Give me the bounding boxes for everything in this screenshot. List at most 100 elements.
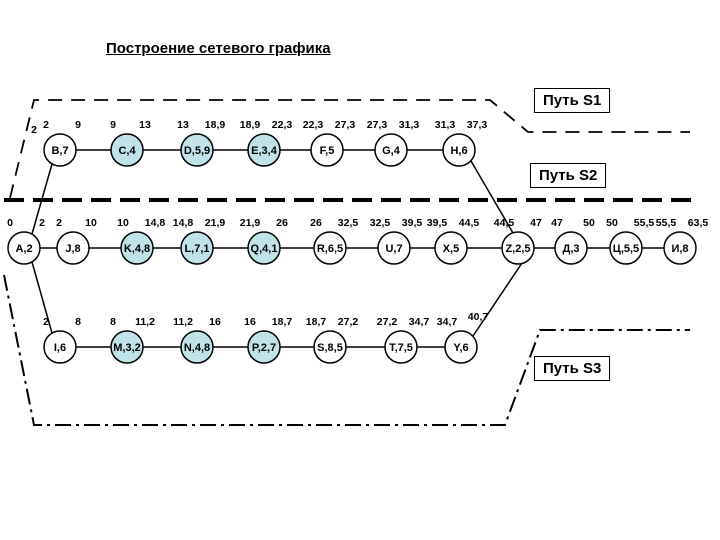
node-bottom-2 — [180, 330, 214, 364]
start-time-middle-8: 44,5 — [494, 217, 515, 229]
node-top-4 — [310, 133, 344, 167]
node-label-middle-5: R,6,5 — [317, 243, 343, 255]
start-time-top-0: 2 — [43, 119, 49, 131]
node-label-top-2: D,5,9 — [184, 145, 210, 157]
node-label-top-0: B,7 — [51, 145, 68, 157]
node-middle-11 — [663, 231, 697, 265]
node-label-middle-1: J,8 — [65, 243, 80, 255]
finish-time-middle-4: 26 — [276, 217, 288, 229]
finish-time-top-3: 22,3 — [272, 119, 293, 131]
node-bottom-5 — [384, 330, 418, 364]
node-label-bottom-4: S,8,5 — [317, 342, 343, 354]
node-label-middle-6: U,7 — [385, 243, 402, 255]
node-bottom-1 — [110, 330, 144, 364]
start-time-middle-1: 2 — [56, 217, 62, 229]
finish-time-bottom-end: 40,7 — [468, 311, 489, 323]
path-s1-start-value: 2 — [31, 124, 37, 136]
start-time-middle-3: 14,8 — [173, 217, 194, 229]
start-time-bottom-4: 18,7 — [306, 316, 327, 328]
node-label-top-3: E,3,4 — [251, 145, 278, 157]
finish-time-middle-6: 39,5 — [402, 217, 423, 229]
start-time-bottom-6: 34,7 — [437, 316, 458, 328]
start-time-bottom-2: 11,2 — [173, 316, 193, 328]
node-label-middle-8: Z,2,5 — [505, 243, 530, 255]
start-time-middle-10: 50 — [606, 217, 618, 229]
node-top-6 — [442, 133, 476, 167]
path-label-s1: Путь S1 — [534, 88, 611, 113]
node-top-3 — [247, 133, 281, 167]
node-label-bottom-3: P,2,7 — [252, 342, 276, 354]
node-top-1 — [110, 133, 144, 167]
node-label-bottom-5: T,7,5 — [389, 342, 413, 354]
start-time-middle-9: 47 — [551, 217, 563, 229]
edge-a-to-b — [31, 163, 53, 235]
node-label-bottom-0: I,6 — [54, 342, 66, 354]
node-middle-8 — [501, 231, 535, 265]
node-bottom-0 — [43, 330, 77, 364]
finish-time-middle-9: 50 — [583, 217, 595, 229]
finish-time-middle-10: 55,5 — [634, 217, 655, 229]
node-label-middle-10: Ц,5,5 — [613, 243, 639, 255]
start-time-bottom-5: 27,2 — [377, 316, 398, 328]
start-time-network: 0 — [7, 217, 13, 229]
finish-time-middle-11: 63,5 — [688, 217, 709, 229]
path-label-s2: Путь S2 — [530, 163, 607, 188]
node-label-top-5: G,4 — [382, 145, 401, 157]
node-middle-9 — [554, 231, 588, 265]
finish-time-middle-0: 2 — [39, 217, 45, 229]
node-bottom-4 — [313, 330, 347, 364]
start-time-middle-6: 32,5 — [370, 217, 391, 229]
node-label-top-4: F,5 — [320, 145, 335, 157]
node-label-middle-7: X,5 — [443, 243, 460, 255]
finish-time-middle-1: 10 — [85, 217, 97, 229]
finish-time-middle-8: 47 — [530, 217, 542, 229]
node-middle-3 — [180, 231, 214, 265]
node-label-middle-11: И,8 — [671, 243, 688, 255]
start-time-top-1: 9 — [110, 119, 116, 131]
node-middle-1 — [56, 231, 90, 265]
start-time-middle-2: 10 — [117, 217, 129, 229]
start-time-top-6: 31,3 — [435, 119, 456, 131]
start-time-middle-11: 55,5 — [656, 217, 677, 229]
diagram-title: Построение сетевого графика — [106, 40, 331, 57]
finish-time-top-6: 37,3 — [467, 119, 488, 131]
node-middle-10 — [609, 231, 643, 265]
node-top-0 — [43, 133, 77, 167]
node-label-bottom-6: Y,6 — [453, 342, 468, 354]
node-label-middle-2: K,4,8 — [124, 243, 150, 255]
start-time-middle-7: 39,5 — [427, 217, 448, 229]
node-label-middle-4: Q,4,1 — [251, 243, 278, 255]
node-label-middle-9: Д,3 — [562, 243, 579, 255]
path-label-s3: Путь S3 — [534, 356, 611, 381]
start-time-middle-5: 26 — [310, 217, 322, 229]
finish-time-top-2: 18,9 — [205, 119, 226, 131]
node-top-5 — [374, 133, 408, 167]
finish-time-top-1: 13 — [139, 119, 151, 131]
edge-a-to-i — [31, 261, 53, 334]
finish-time-bottom-0: 8 — [75, 316, 81, 328]
node-label-middle-0: A,2 — [15, 243, 32, 255]
node-label-top-6: H,6 — [450, 145, 467, 157]
start-time-top-3: 18,9 — [240, 119, 261, 131]
finish-time-top-5: 31,3 — [399, 119, 420, 131]
finish-time-bottom-1: 11,2 — [135, 316, 155, 328]
start-time-top-4: 22,3 — [303, 119, 324, 131]
node-middle-0 — [7, 231, 41, 265]
finish-time-middle-3: 21,9 — [205, 217, 226, 229]
finish-time-bottom-2: 16 — [209, 316, 221, 328]
node-top-2 — [180, 133, 214, 167]
node-middle-2 — [120, 231, 154, 265]
start-time-middle-4: 21,9 — [240, 217, 261, 229]
node-bottom-3 — [247, 330, 281, 364]
node-bottom-6 — [444, 330, 478, 364]
start-time-bottom-3: 16 — [244, 316, 256, 328]
finish-time-top-4: 27,3 — [335, 119, 356, 131]
finish-time-top-0: 9 — [75, 119, 81, 131]
path-s1-boundary — [9, 99, 690, 199]
node-label-bottom-1: M,3,2 — [113, 342, 141, 354]
start-time-bottom-1: 8 — [110, 316, 116, 328]
edge-y-to-z — [472, 262, 523, 337]
node-middle-7 — [434, 231, 468, 265]
